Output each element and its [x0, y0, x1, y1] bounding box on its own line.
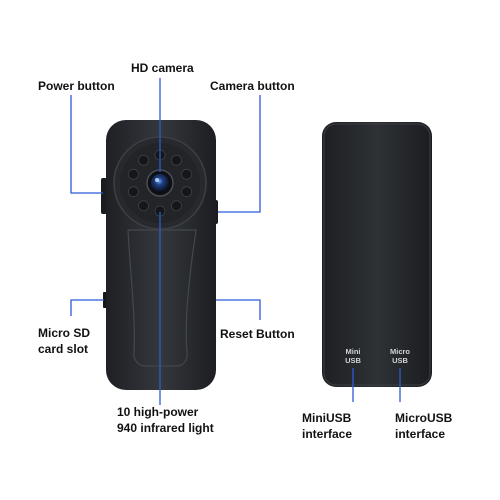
ir-led — [171, 200, 182, 212]
mini-usb-port-label-bottom: USB — [345, 356, 361, 365]
ir-led — [138, 154, 149, 166]
ir-led — [181, 168, 193, 180]
back-body — [322, 122, 432, 387]
lens-glint — [155, 178, 159, 182]
label-miniusb: MiniUSB interface — [302, 410, 352, 442]
micro-usb-port-label-bottom: USB — [392, 356, 408, 365]
back-device: Mini USB Micro USB — [322, 122, 432, 387]
label-miniusb-line2: interface — [302, 427, 353, 441]
label-camera-button: Camera button — [210, 79, 295, 93]
ir-led — [138, 200, 149, 212]
label-micro-sd: Micro SD card slot — [38, 325, 90, 357]
ir-led — [181, 186, 193, 198]
label-reset-button: Reset Button — [220, 327, 295, 341]
ir-led — [171, 154, 182, 166]
back-body-edge — [323, 123, 431, 386]
label-miniusb-line1: MiniUSB — [302, 411, 352, 425]
leader-reset-button — [216, 299, 261, 320]
label-micro-sd-line1: Micro SD — [38, 326, 91, 340]
label-infrared-line2: 940 infrared light — [117, 421, 214, 435]
label-microusb-line1: MicroUSB — [395, 411, 453, 425]
leader-power-button — [70, 95, 103, 194]
label-infrared-line1: 10 high-power — [117, 405, 199, 419]
label-infrared: 10 high-power 940 infrared light — [117, 404, 214, 436]
label-microusb: MicroUSB interface — [395, 410, 452, 442]
clip-outline — [127, 229, 197, 367]
lens-glass — [151, 174, 169, 192]
camera-lens — [146, 169, 174, 197]
ir-led — [127, 168, 139, 180]
leader-camera-button — [218, 95, 261, 213]
label-microusb-line2: interface — [395, 427, 446, 441]
label-micro-sd-line2: card slot — [38, 342, 89, 356]
power-side-button — [101, 178, 107, 214]
micro-usb-port-label-top: Micro — [390, 347, 410, 356]
mini-usb-port-label-top: Mini — [346, 347, 361, 356]
label-power-button: Power button — [38, 79, 115, 93]
leader-lines — [70, 78, 401, 405]
label-hd-camera: HD camera — [131, 61, 194, 75]
leader-micro-sd — [70, 299, 104, 316]
ir-led — [127, 186, 139, 198]
